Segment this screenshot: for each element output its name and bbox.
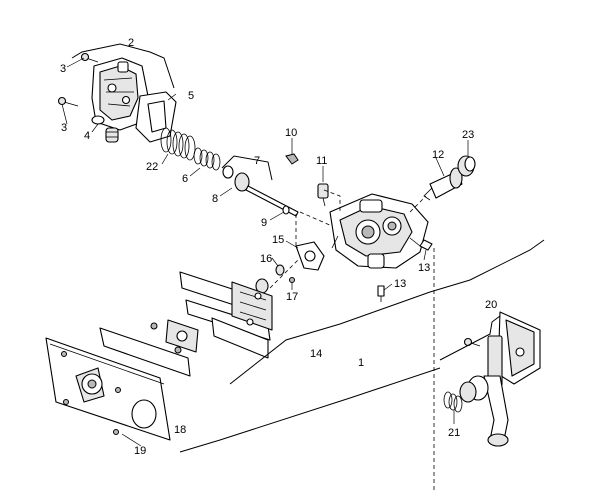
callout-14: 14 (310, 348, 322, 360)
callout-12: 12 (432, 149, 444, 161)
cover-plate (99, 319, 199, 377)
callout-2: 2 (128, 37, 134, 49)
callout-9: 9 (261, 217, 267, 229)
cylinder-4 (105, 127, 119, 143)
callout-labels: 1 2 3 3 4 5 6 7 8 9 10 11 12 13 13 14 15… (60, 37, 497, 457)
callout-19: 19 (134, 445, 146, 457)
fitting-11 (317, 183, 329, 207)
leader-lines (61, 57, 469, 447)
callout-22: 22 (146, 161, 158, 173)
bracket-20 (487, 311, 541, 387)
fitting-12 (423, 167, 463, 201)
screw-3a (80, 52, 99, 63)
screw-13b (377, 285, 385, 302)
callout-5: 5 (188, 90, 194, 102)
spring-6 (193, 147, 221, 171)
callout-8: 8 (212, 193, 218, 205)
callout-3b: 3 (61, 122, 67, 134)
elbow-pipe (459, 375, 509, 447)
callout-6: 6 (182, 173, 188, 185)
callout-4: 4 (84, 130, 90, 142)
screw-20 (463, 337, 481, 347)
front-panel-18 (45, 337, 171, 441)
nut-10 (285, 153, 299, 165)
rail-assembly-14 (179, 271, 273, 359)
callout-20: 20 (485, 299, 497, 311)
callout-13b: 13 (394, 278, 406, 290)
gasket-15 (295, 241, 325, 271)
valve-body (329, 193, 429, 269)
callout-18: 18 (174, 424, 186, 436)
callout-1: 1 (358, 357, 364, 369)
alignment-lines (269, 189, 435, 490)
pin-17 (289, 277, 295, 283)
group-braces (71, 43, 545, 453)
callout-7: 7 (254, 155, 260, 167)
callout-17: 17 (286, 291, 298, 303)
callout-3a: 3 (60, 63, 66, 75)
callout-10: 10 (285, 127, 297, 139)
screw-13a (419, 239, 433, 251)
callout-16: 16 (260, 253, 272, 265)
callout-21: 21 (448, 427, 460, 439)
callout-13a: 13 (418, 262, 430, 274)
knob-23 (457, 155, 476, 177)
spring-21 (443, 391, 463, 413)
callout-15: 15 (272, 234, 284, 246)
callout-11: 11 (316, 155, 327, 167)
screw-3b (57, 96, 79, 107)
washer-16 (275, 264, 285, 276)
callout-23: 23 (462, 129, 474, 141)
mounting-bracket (91, 57, 149, 131)
gasket-5 (135, 91, 177, 143)
washer-9 (282, 205, 290, 215)
spring-22 (160, 127, 196, 161)
o-ring-4 (91, 115, 105, 125)
